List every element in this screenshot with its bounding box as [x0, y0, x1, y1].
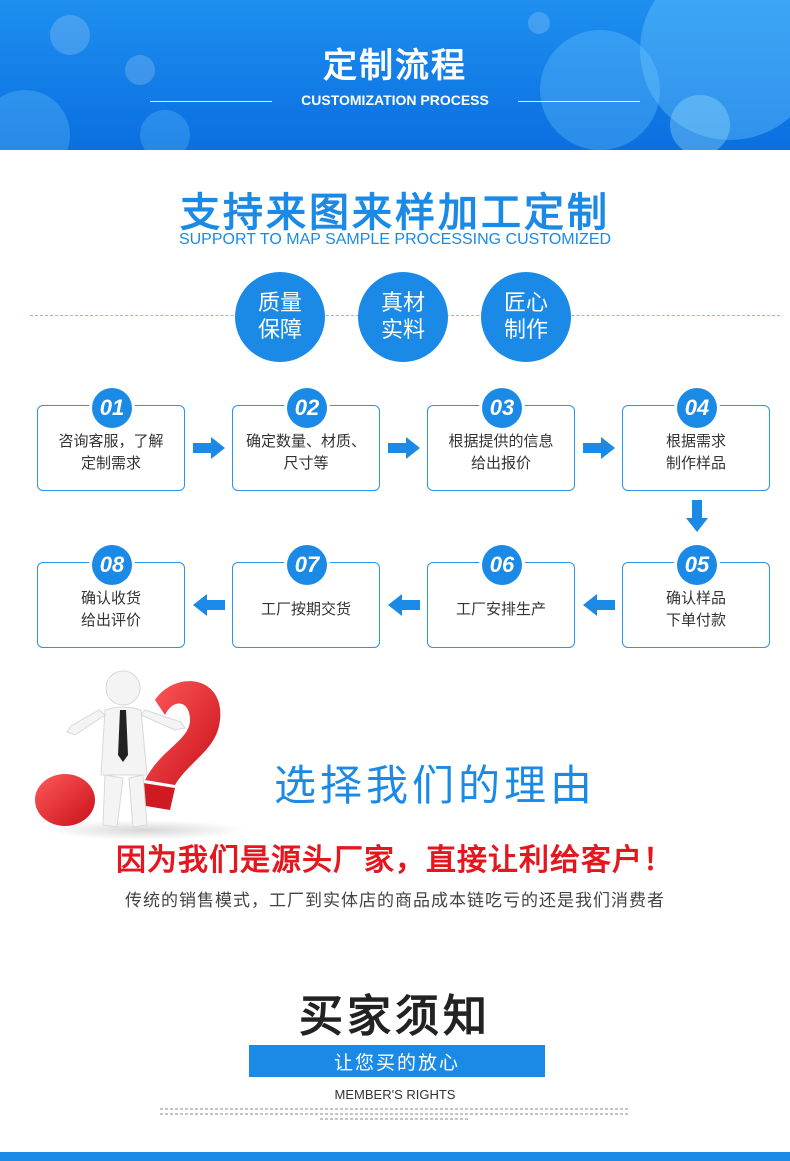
process-step-04: 04 根据需求 制作样品 — [622, 388, 770, 491]
step-text: 尺寸等 — [283, 454, 329, 472]
step-text: 定制需求 — [80, 454, 141, 472]
feature-line: 匠心 — [503, 291, 548, 316]
step-number: 03 — [482, 388, 522, 428]
step-text: 确认样品 — [665, 589, 726, 607]
reasons-description: 传统的销售模式，工厂到实体店的商品成本链吃亏的还是我们消费者 — [125, 891, 665, 911]
process-step-07: 07 工厂按期交货 — [232, 545, 380, 648]
page-subtitle: CUSTOMIZATION PROCESS — [301, 92, 489, 108]
arrow-left-icon — [583, 594, 615, 616]
notice-banner: 让您买的放心 — [249, 1045, 545, 1077]
step-number: 04 — [677, 388, 717, 428]
arrow-right-icon — [583, 437, 615, 459]
fine-print-decor — [320, 1118, 470, 1120]
step-text: 确定数量、材质、 — [245, 432, 366, 450]
feature-line: 制作 — [503, 318, 548, 343]
arrow-down-icon — [685, 500, 709, 532]
process-step-02: 02 确定数量、材质、 尺寸等 — [232, 388, 380, 491]
step-text: 咨询客服，了解 — [58, 432, 164, 450]
process-step-08: 08 确认收货 给出评价 — [37, 545, 185, 648]
feature-line: 实料 — [380, 318, 425, 343]
step-text: 确认收货 — [80, 589, 141, 607]
step-text: 工厂安排生产 — [455, 600, 546, 618]
page-title: 定制流程 — [323, 46, 467, 86]
support-title: 支持来图来样加工定制 — [180, 190, 610, 236]
step-number: 07 — [287, 545, 327, 585]
decor-bubble — [140, 110, 190, 150]
feature-material: 真材 实料 — [358, 272, 448, 362]
step-number: 02 — [287, 388, 327, 428]
step-number: 08 — [92, 545, 132, 585]
notice-english: MEMBER'S RIGHTS — [334, 1087, 456, 1102]
arrow-right-icon — [388, 437, 420, 459]
feature-line: 质量 — [257, 291, 302, 316]
process-step-03: 03 根据提供的信息 给出报价 — [427, 388, 575, 491]
step-text: 制作样品 — [665, 454, 726, 472]
reasons-highlight: 因为我们是源头厂家，直接让利给客户！ — [116, 843, 674, 878]
process-step-05: 05 确认样品 下单付款 — [622, 545, 770, 648]
bottom-bar — [0, 1152, 790, 1161]
notice-title: 买家须知 — [299, 991, 491, 1042]
feature-craft: 匠心 制作 — [481, 272, 571, 362]
divider — [518, 101, 640, 102]
feature-quality: 质量 保障 — [235, 272, 325, 362]
step-text: 根据需求 — [665, 432, 726, 450]
reasons-title: 选择我们的理由 — [273, 761, 596, 810]
arrow-right-icon — [193, 437, 225, 459]
process-step-06: 06 工厂安排生产 — [427, 545, 575, 648]
step-text: 工厂按期交货 — [260, 600, 351, 618]
step-number: 06 — [482, 545, 522, 585]
decor-bubble — [540, 30, 660, 150]
question-mark-figure-illustration — [25, 660, 245, 840]
step-text: 根据提供的信息 — [448, 432, 554, 450]
decor-bubble — [125, 55, 155, 85]
fine-print-decor — [160, 1113, 630, 1115]
support-subtitle: SUPPORT TO MAP SAMPLE PROCESSING CUSTOMI… — [178, 231, 612, 248]
step-number: 05 — [677, 545, 717, 585]
process-step-01: 01 咨询客服，了解 定制需求 — [37, 388, 185, 491]
arrow-left-icon — [193, 594, 225, 616]
fine-print-decor — [160, 1108, 630, 1110]
step-text: 下单付款 — [665, 611, 726, 629]
feature-line: 真材 — [380, 291, 425, 316]
step-text: 给出评价 — [80, 611, 141, 629]
decor-bubble — [528, 12, 550, 34]
decor-bubble — [670, 95, 730, 150]
decor-bubble — [50, 15, 90, 55]
header-banner: 定制流程 CUSTOMIZATION PROCESS — [0, 0, 790, 150]
step-number: 01 — [92, 388, 132, 428]
divider — [150, 101, 272, 102]
arrow-left-icon — [388, 594, 420, 616]
step-text: 给出报价 — [470, 454, 531, 472]
feature-line: 保障 — [257, 318, 302, 343]
